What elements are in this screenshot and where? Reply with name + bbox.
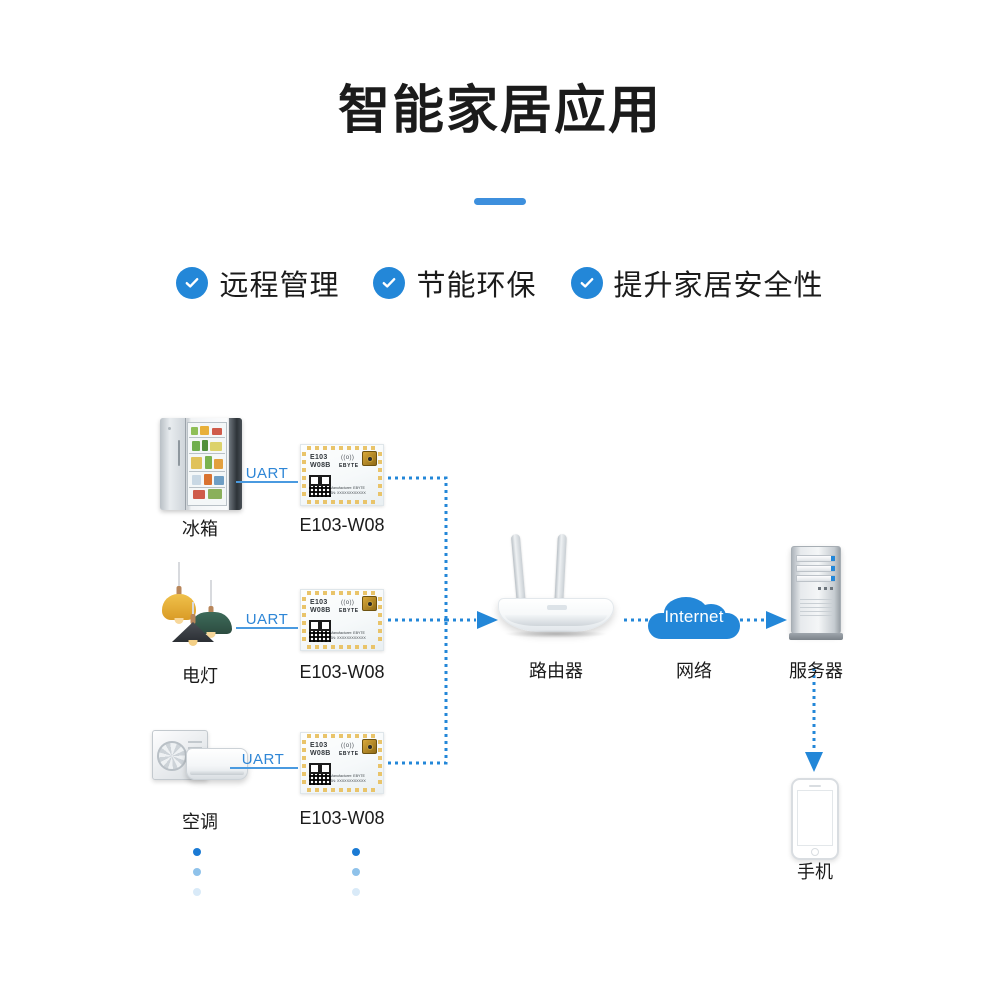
feature-label: 远程管理 bbox=[219, 270, 340, 302]
arrow-to-server bbox=[766, 611, 787, 629]
module-brand-logo: EBYTE bbox=[339, 751, 359, 757]
module-brand-logo: EBYTE bbox=[339, 463, 359, 469]
feature-list: 远程管理 节能环保 提升家居安全性 bbox=[0, 262, 1000, 304]
ipex-antenna-connector-icon bbox=[362, 451, 377, 466]
check-circle-icon bbox=[373, 267, 406, 299]
page-title: 智能家居应用 bbox=[337, 82, 662, 140]
more-devices-dots bbox=[193, 848, 203, 908]
uart-bus-line bbox=[236, 627, 298, 629]
module-wifi-mark: ((o)) bbox=[341, 743, 355, 749]
feature-item: 提升家居安全性 bbox=[570, 262, 824, 304]
module-wifi-mark: ((o)) bbox=[341, 600, 355, 606]
uart-bus-line bbox=[230, 767, 298, 769]
module-part-line1: E103 bbox=[310, 742, 328, 749]
module-qr-code bbox=[309, 763, 331, 785]
air-conditioner-icon bbox=[152, 728, 250, 794]
module-part-line2: W08B bbox=[310, 750, 331, 757]
internet-badge-text: Internet bbox=[664, 607, 724, 626]
module-qr-code bbox=[309, 620, 331, 642]
device-caption-refrigerator: 冰箱 bbox=[182, 519, 218, 539]
device-caption-ac: 空调 bbox=[182, 812, 218, 832]
ipex-antenna-connector-icon bbox=[362, 596, 377, 611]
more-modules-dots bbox=[352, 848, 362, 908]
module-manufacturer-text: Manufacturer: EBYTE bbox=[330, 631, 365, 635]
pendant-lamp-icon bbox=[156, 562, 248, 658]
module-sn-text: SN: XXXXXXXXXXXX bbox=[330, 491, 366, 495]
feature-label: 提升家居安全性 bbox=[613, 270, 824, 302]
ipex-antenna-connector-icon bbox=[362, 739, 377, 754]
uart-label: UART bbox=[245, 611, 289, 628]
arrow-to-phone bbox=[805, 752, 823, 772]
module-wifi-mark: ((o)) bbox=[341, 455, 355, 461]
module-manufacturer-text: Manufacturer: EBYTE bbox=[330, 486, 365, 490]
module-qr-code bbox=[309, 475, 331, 497]
module-caption-1: E103-W08 bbox=[299, 515, 385, 535]
title-underline-rule bbox=[474, 198, 526, 205]
module-brand-logo: EBYTE bbox=[339, 608, 359, 614]
feature-item: 节能环保 bbox=[373, 262, 536, 304]
smartphone-icon bbox=[791, 778, 839, 860]
module-sn-text: SN: XXXXXXXXXXXX bbox=[330, 779, 366, 783]
server-tower-icon bbox=[789, 546, 843, 640]
node-caption-network: 网络 bbox=[676, 661, 712, 681]
node-caption-router: 路由器 bbox=[529, 661, 583, 681]
uart-label: UART bbox=[245, 465, 289, 482]
check-circle-icon bbox=[176, 267, 209, 299]
cloud-icon: Internet bbox=[648, 597, 740, 639]
uart-bus-line bbox=[236, 481, 298, 483]
uart-label: UART bbox=[241, 751, 285, 768]
module-part-line2: W08B bbox=[310, 607, 331, 614]
arrow-to-router bbox=[477, 611, 498, 629]
module-manufacturer-text: Manufacturer: EBYTE bbox=[330, 774, 365, 778]
wifi-router-icon bbox=[498, 533, 614, 638]
module-part-line1: E103 bbox=[310, 599, 328, 606]
node-caption-server: 服务器 bbox=[789, 661, 843, 681]
device-caption-lamp: 电灯 bbox=[182, 666, 218, 686]
feature-item: 远程管理 bbox=[176, 262, 339, 304]
module-sn-text: SN: XXXXXXXXXXXX bbox=[330, 636, 366, 640]
module-caption-3: E103-W08 bbox=[299, 808, 385, 828]
feature-label: 节能环保 bbox=[416, 270, 537, 302]
module-caption-2: E103-W08 bbox=[299, 662, 385, 682]
check-circle-icon bbox=[570, 267, 603, 299]
module-part-line2: W08B bbox=[310, 462, 331, 469]
node-caption-phone: 手机 bbox=[797, 862, 833, 882]
refrigerator-icon bbox=[160, 418, 242, 510]
module-part-line1: E103 bbox=[310, 454, 328, 461]
